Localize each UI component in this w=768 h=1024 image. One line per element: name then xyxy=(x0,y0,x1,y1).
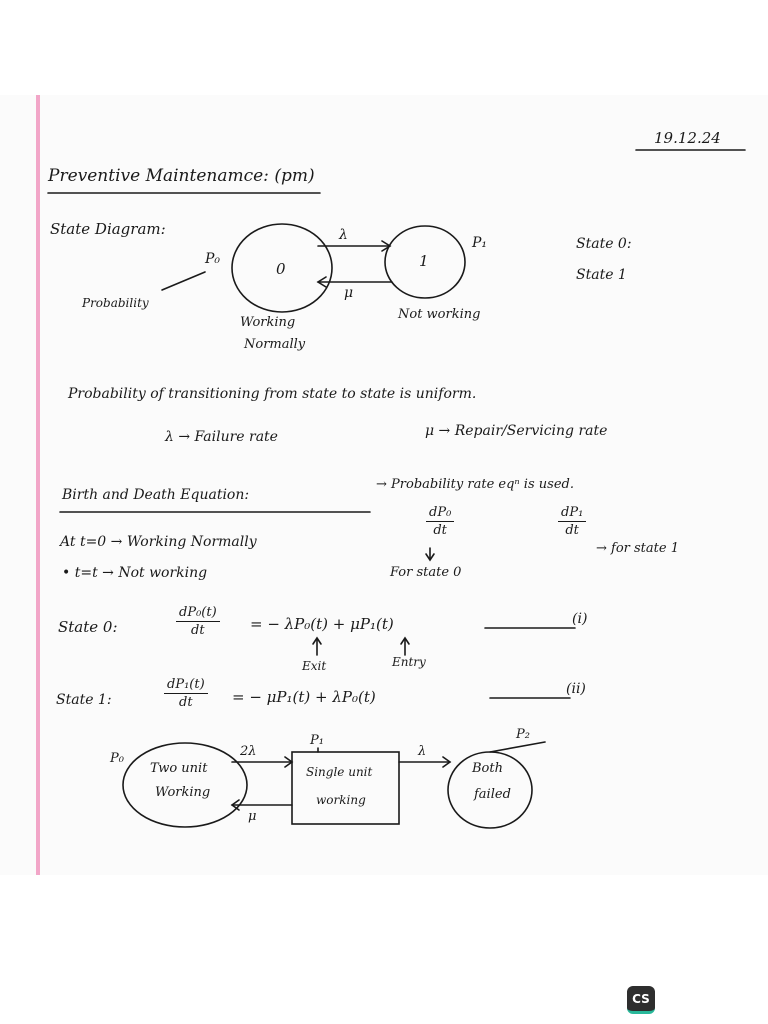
side-state0: State 0: xyxy=(576,236,632,252)
t0-line: At t=0 → Working Normally xyxy=(60,534,257,550)
probability-label: Probability xyxy=(82,296,149,310)
for-state0: For state 0 xyxy=(390,565,462,580)
state0-eq-rhs: = − λP₀(t) + μP₁(t) xyxy=(250,615,394,633)
entry-label: Entry xyxy=(392,655,426,669)
two-lambda-label: 2λ xyxy=(240,744,257,759)
state-diagram-heading: State Diagram: xyxy=(50,220,166,238)
two-unit-p1-label: P₁ xyxy=(310,733,324,748)
camscanner-logo-icon: CS xyxy=(627,986,655,1014)
two-unit-p2-label: P₂ xyxy=(516,727,530,742)
side-state1: State 1 xyxy=(576,267,627,283)
node0-line1: Two unit xyxy=(150,761,208,776)
lambda-label: λ xyxy=(339,227,348,243)
uniform-statement: Probability of transitioning from state … xyxy=(68,386,477,402)
p1-label: P₁ xyxy=(472,235,488,251)
state0-caption-line1: Working xyxy=(240,315,296,330)
dp0-numerator: dP₀ xyxy=(426,506,455,522)
state0-eq-denominator: dt xyxy=(191,623,205,638)
state1-eq-denominator: dt xyxy=(179,695,193,710)
exit-label: Exit xyxy=(302,659,327,673)
node2-line2: failed xyxy=(474,787,511,802)
mu-label: μ xyxy=(344,285,354,301)
page-title: Preventive Maintenamce: (pm) xyxy=(48,166,315,186)
state0-caption-line2: Normally xyxy=(244,337,306,352)
dp1-denominator: dt xyxy=(565,523,579,538)
state1-eq-label: State 1: xyxy=(56,692,112,708)
p0-label: P₀ xyxy=(205,251,221,267)
margin-line xyxy=(36,95,40,875)
state1-caption: Not working xyxy=(398,307,481,322)
state0-eq-fraction: dP₀(t) dt xyxy=(176,606,220,637)
dp1-fraction: dP₁ dt xyxy=(558,506,587,538)
dp0-fraction: dP₀ dt xyxy=(426,506,455,538)
state0-symbol: 0 xyxy=(276,260,286,278)
lambda-label-2: λ xyxy=(418,744,427,759)
state1-eq-tag: (ii) xyxy=(566,681,586,697)
state0-eq-label: State 0: xyxy=(58,618,118,636)
dp0-denominator: dt xyxy=(433,523,447,538)
state1-eq-rhs: = − μP₁(t) + λP₀(t) xyxy=(232,688,376,706)
two-unit-p0-label: P₀ xyxy=(110,751,124,766)
dp1-numerator: dP₁ xyxy=(558,506,587,522)
tt-line: • t=t → Not working xyxy=(62,565,208,581)
state1-eq-fraction: dP₁(t) dt xyxy=(164,678,208,709)
node1-line1: Single unit xyxy=(306,765,373,779)
state1-eq-numerator: dP₁(t) xyxy=(164,678,208,694)
state0-eq-tag: (i) xyxy=(572,611,588,627)
birth-death-arrow-text: → Probability rate eqⁿ is used. xyxy=(376,477,574,492)
for-state1: → for state 1 xyxy=(596,541,679,556)
node0-line2: Working xyxy=(155,785,211,800)
failure-rate: λ → Failure rate xyxy=(165,429,278,445)
state0-eq-numerator: dP₀(t) xyxy=(176,606,220,622)
node2-line1: Both xyxy=(472,761,503,776)
birth-death-heading: Birth and Death Equation: xyxy=(62,487,250,503)
state1-symbol: 1 xyxy=(419,252,429,270)
mu-label-2: μ xyxy=(248,809,257,824)
node1-line2: working xyxy=(316,793,366,807)
date: 19.12.24 xyxy=(654,129,721,147)
repair-rate: μ → Repair/Servicing rate xyxy=(425,423,608,439)
